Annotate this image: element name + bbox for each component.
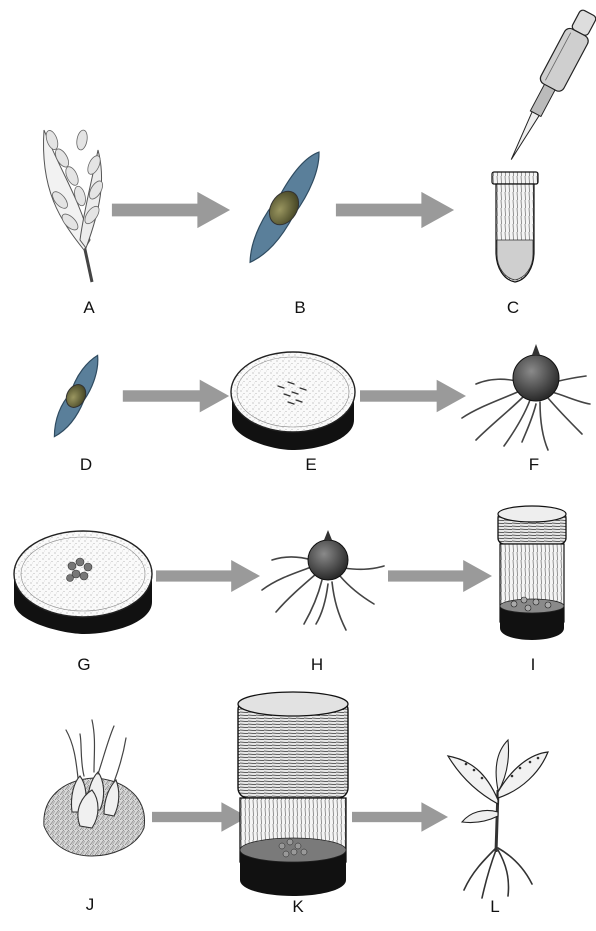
germinating-protocorm-icon bbox=[262, 530, 384, 630]
seed-icon bbox=[46, 351, 106, 441]
pipette-and-tube-icon bbox=[492, 7, 596, 282]
arrow-g-to-h bbox=[156, 560, 260, 592]
panel-label-g: G bbox=[77, 655, 90, 674]
panel-label-j: J bbox=[86, 895, 95, 914]
petri-dish-with-seeds-icon bbox=[231, 352, 355, 450]
arrow-h-to-i bbox=[388, 560, 492, 592]
panel-label-d: D bbox=[80, 455, 92, 474]
germinating-protocorm-icon bbox=[462, 344, 590, 450]
panel-label-i: I bbox=[531, 655, 536, 674]
panel-label-h: H bbox=[311, 655, 323, 674]
petri-dish-with-protocorms-icon bbox=[14, 531, 152, 634]
large-culture-jar-icon bbox=[238, 692, 348, 896]
arrow-e-to-f bbox=[360, 380, 466, 413]
panel-label-k: K bbox=[292, 897, 304, 916]
plantlet-icon bbox=[448, 740, 548, 898]
panel-label-e: E bbox=[305, 455, 316, 474]
panel-label-l: L bbox=[490, 897, 499, 916]
panel-label-f: F bbox=[529, 455, 539, 474]
panel-label-b: B bbox=[294, 298, 305, 317]
arrow-j-to-k bbox=[152, 802, 248, 832]
orchid-seed-capsule-icon bbox=[43, 129, 105, 282]
arrow-a-to-b bbox=[112, 192, 230, 228]
panel-label-a: A bbox=[83, 298, 95, 317]
arrow-b-to-c bbox=[336, 192, 454, 228]
arrow-d-to-e bbox=[123, 380, 229, 413]
arrow-k-to-l bbox=[352, 802, 448, 832]
culture-jar-icon bbox=[498, 506, 566, 640]
seedling-cluster-icon bbox=[44, 720, 145, 856]
seed-icon bbox=[239, 145, 330, 269]
panel-label-c: C bbox=[507, 298, 519, 317]
